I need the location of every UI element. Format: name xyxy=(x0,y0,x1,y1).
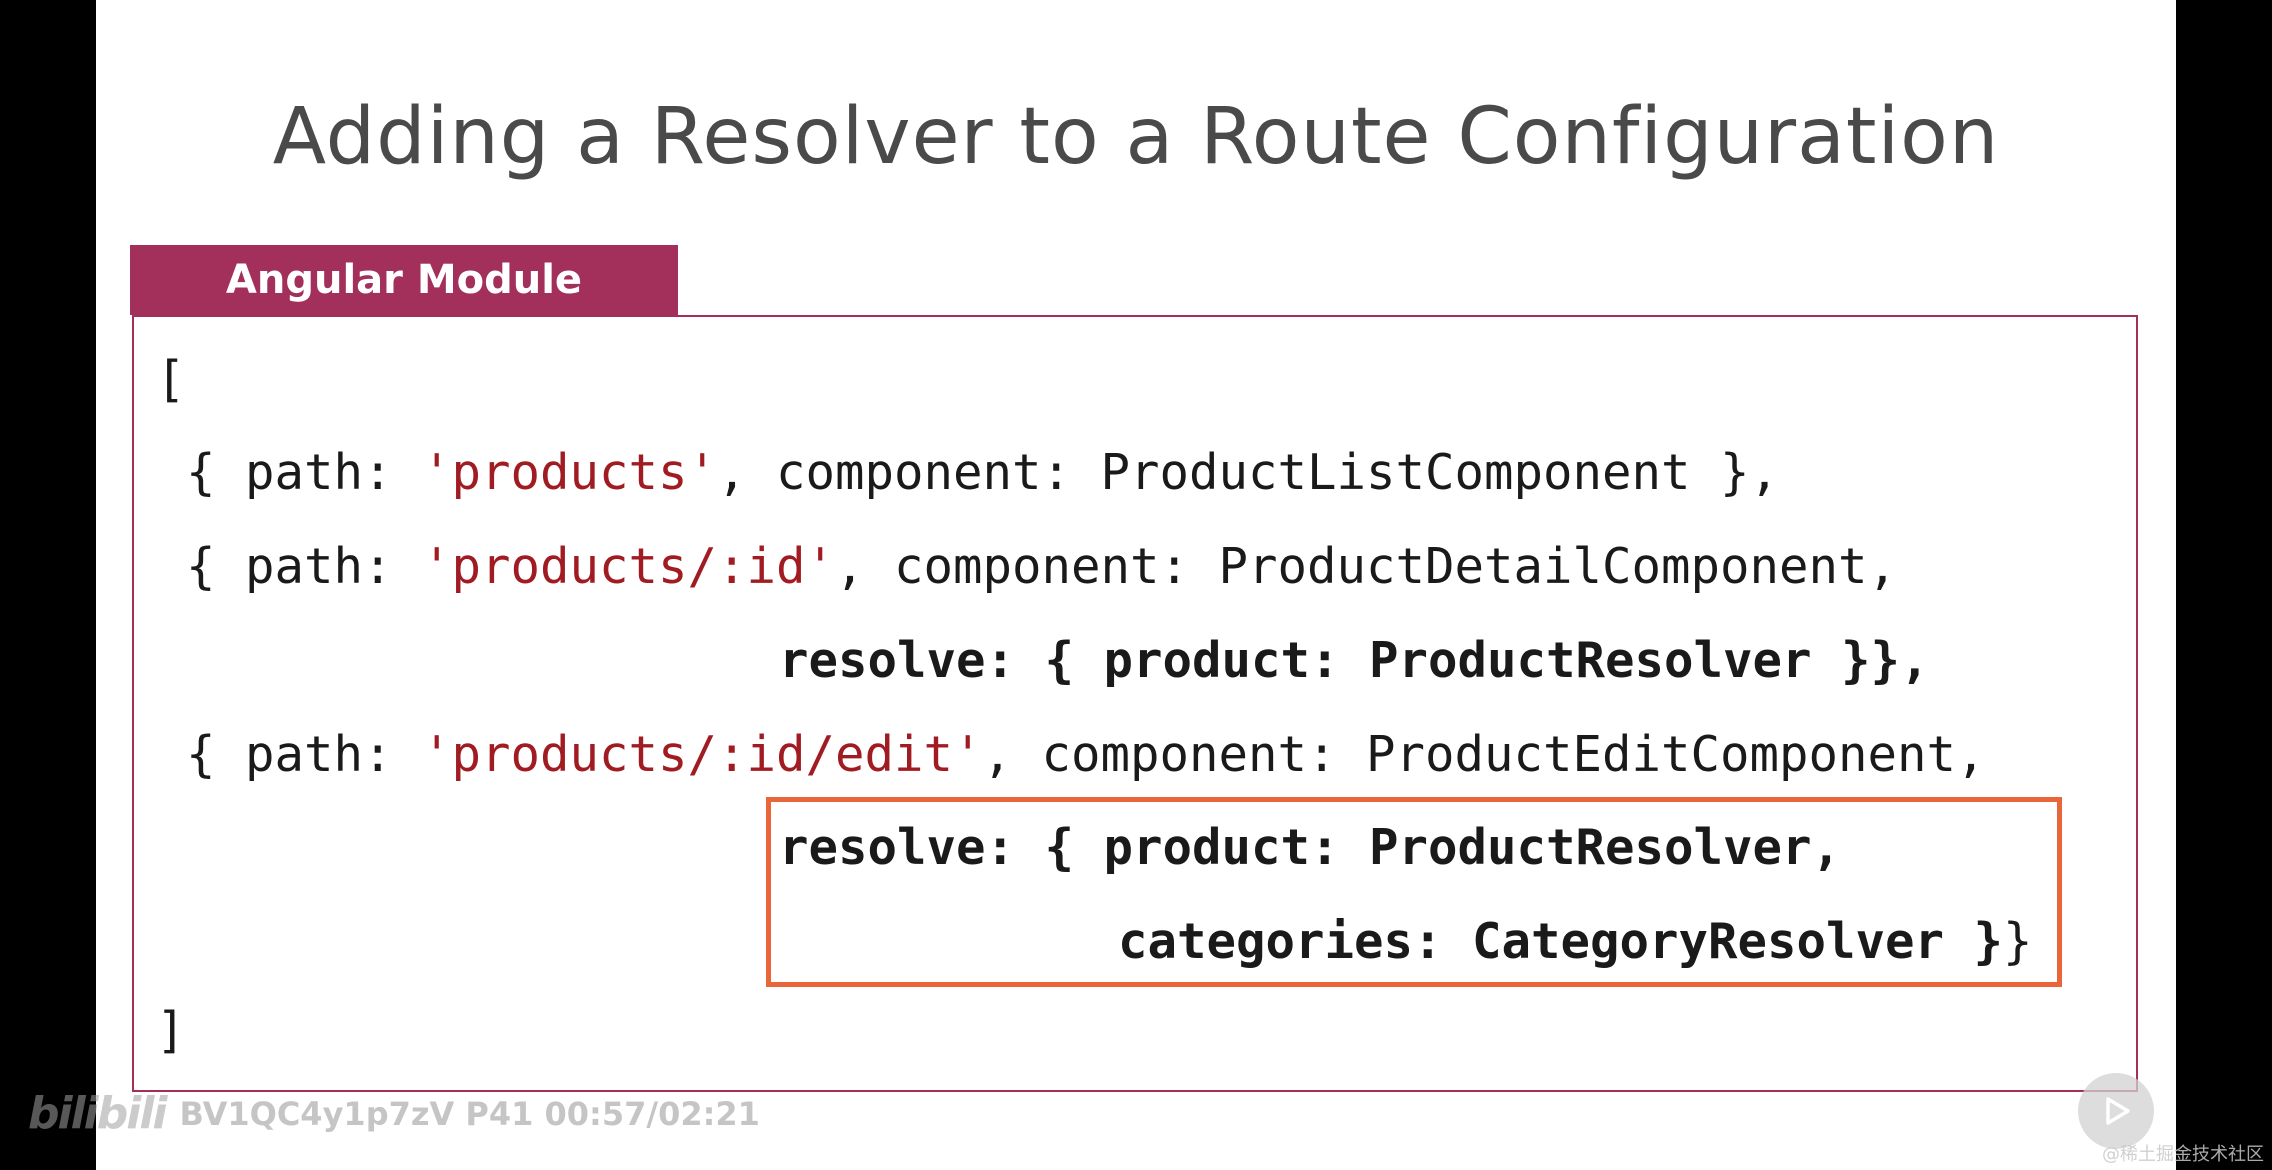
slide: Adding a Resolver to a Route Configurati… xyxy=(96,0,2176,1170)
module-label: Angular Module xyxy=(130,245,678,315)
code-string: 'products/:id/edit' xyxy=(422,726,983,783)
code-text: categories: CategoryResolver } xyxy=(1118,913,2004,970)
code-string: 'products/:id' xyxy=(422,538,836,595)
highlight-box xyxy=(766,797,2062,987)
code-line-4: { path: 'products/:id/edit', component: … xyxy=(186,725,1986,785)
code-line-2: { path: 'products/:id', component: Produ… xyxy=(186,537,1897,597)
code-open-bracket: [ xyxy=(156,351,186,408)
video-watermark: bilibili BV1QC4y1p7zV P41 00:57/02:21 xyxy=(28,1088,760,1139)
code-text: { path: xyxy=(186,726,423,783)
code-text: , component: ProductEditComponent, xyxy=(982,726,1986,783)
code-text: , component: ProductListComponent }, xyxy=(717,444,1780,501)
code-text: } xyxy=(2003,913,2033,970)
code-block xyxy=(132,315,2138,1092)
code-string: 'products' xyxy=(422,444,718,501)
code-line-6: categories: CategoryResolver }} xyxy=(1118,912,2033,972)
code-line-1: { path: 'products', component: ProductLi… xyxy=(186,443,1779,503)
code-close-bracket: ] xyxy=(156,1002,186,1059)
code-line-5: resolve: { product: ProductResolver, xyxy=(779,819,1842,876)
code-text: { path: xyxy=(186,444,423,501)
play-icon xyxy=(2106,1097,2130,1125)
code-text: , component: ProductDetailComponent, xyxy=(835,538,1898,595)
slide-title: Adding a Resolver to a Route Configurati… xyxy=(272,92,2000,182)
code-line-3: resolve: { product: ProductResolver }}, xyxy=(779,632,1930,689)
corner-watermark: @稀土掘金技术社区 xyxy=(2102,1144,2264,1165)
play-button[interactable] xyxy=(2078,1073,2154,1149)
code-text: { path: xyxy=(186,538,423,595)
bilibili-logo: bilibili xyxy=(28,1088,167,1139)
video-id: BV1QC4y1p7zV P41 00:57/02:21 xyxy=(179,1094,760,1133)
